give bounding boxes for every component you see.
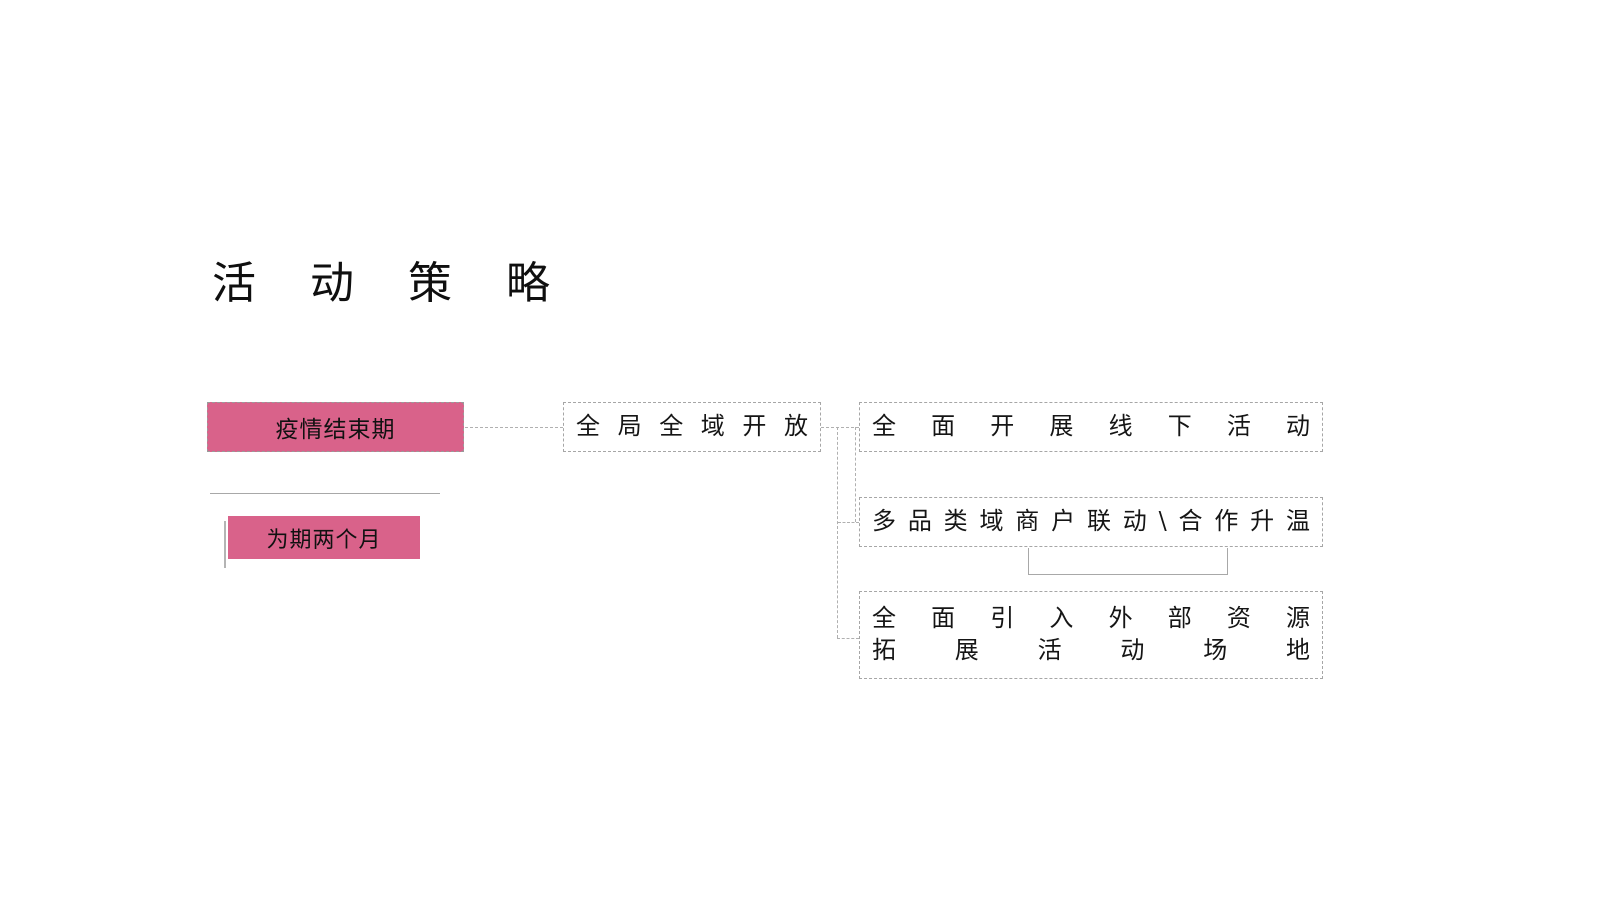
node-offline-activity[interactable]: 全面开展线下活动 xyxy=(859,402,1323,452)
connector-phase-to-root xyxy=(465,427,563,428)
node-external-resource-label-line1: 全面引入外部资源 xyxy=(872,604,1310,633)
duration-badge-label: 为期两个月 xyxy=(266,527,382,553)
node-merchant-collab-label: 多品类域商户联动\合作升温 xyxy=(872,507,1310,536)
connector-root-outlet xyxy=(821,427,859,428)
node-external-resource[interactable]: 全面引入外部资源 拓展活动场地 xyxy=(859,591,1323,679)
connector-into-merchant xyxy=(838,522,859,523)
duration-badge[interactable]: 为期两个月 xyxy=(228,516,420,559)
phase-badge[interactable]: 疫情结束期 xyxy=(207,402,464,452)
page-title: 活 动 策 略 xyxy=(212,258,570,309)
connector-stub-merchant xyxy=(855,427,856,522)
node-merchant-collab[interactable]: 多品类域商户联动\合作升温 xyxy=(859,497,1323,547)
connector-vertical-spine xyxy=(837,427,838,638)
merchant-bracket xyxy=(1028,548,1228,575)
connector-into-resource xyxy=(837,638,859,639)
node-root-open-label: 全局全域开放 xyxy=(576,412,808,441)
node-offline-activity-label: 全面开展线下活动 xyxy=(872,412,1310,441)
duration-accent-bar xyxy=(224,521,226,568)
left-divider xyxy=(210,493,440,494)
node-root-open[interactable]: 全局全域开放 xyxy=(563,402,821,452)
phase-badge-label: 疫情结束期 xyxy=(275,417,396,443)
node-external-resource-label-line2: 拓展活动场地 xyxy=(872,636,1310,664)
